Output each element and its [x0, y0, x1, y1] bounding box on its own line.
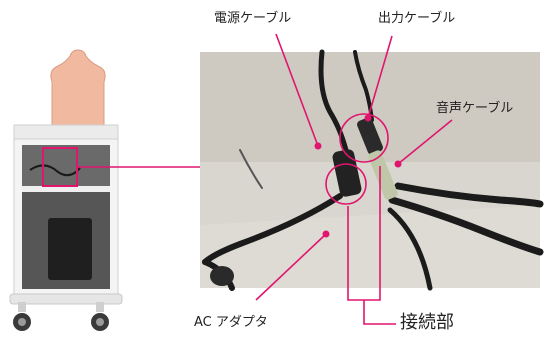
wheel-right-hub	[96, 318, 104, 326]
cart-shelf	[22, 186, 110, 192]
dot-output	[364, 114, 372, 122]
leader-ac	[255, 233, 327, 301]
label-output-cable: 出力ケーブル	[378, 11, 456, 26]
label-audio-cable: 音声ケーブル	[436, 101, 514, 116]
wheel-left-hub	[18, 318, 26, 326]
audio-cable-1	[394, 182, 544, 208]
leader-audio	[397, 119, 453, 165]
output-plug	[357, 117, 383, 155]
label-connection: 接続部	[400, 312, 454, 333]
connection-pointer	[363, 300, 396, 325]
audio-cable-2	[388, 196, 544, 256]
label-ac-adapter: AC アダプタ	[194, 315, 268, 330]
dot-audio	[394, 160, 402, 168]
power-cable	[318, 49, 349, 153]
closeup-photo	[200, 49, 544, 291]
connection-circle-lower	[325, 163, 367, 205]
audio-cable-3	[387, 207, 433, 291]
cart-inner-cable	[29, 164, 81, 177]
cart-base	[9, 293, 123, 305]
cart-adapter-box	[48, 218, 92, 280]
cart-leg-right	[96, 302, 104, 312]
dot-power	[314, 142, 322, 150]
cart-top-frame	[13, 124, 119, 140]
wall-bump	[210, 266, 234, 286]
power-plug	[332, 149, 362, 197]
trainer-cart-illustration	[9, 49, 123, 331]
label-power-cable: 電源ケーブル	[214, 11, 292, 26]
cart-leg-left	[18, 302, 26, 312]
ac-adapter-cable	[202, 193, 343, 265]
leader-output	[367, 35, 393, 119]
stray-cable	[239, 149, 263, 189]
cart-interior-upper	[22, 145, 110, 187]
connection-circle-upper	[339, 113, 389, 163]
audio-plug	[368, 150, 398, 200]
mannequin-torso	[50, 49, 106, 126]
dot-ac	[322, 230, 330, 238]
leader-power	[275, 33, 319, 147]
